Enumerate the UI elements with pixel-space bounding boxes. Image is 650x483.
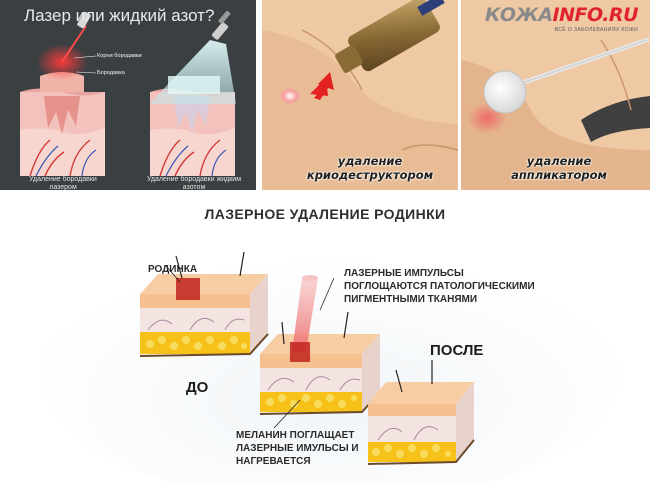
- laser-vs-nitrogen-panel: Лазер или жидкий азот? Корни бородавки Б…: [0, 0, 256, 190]
- treated-spot: [279, 87, 301, 105]
- label-mole: РОДИНКА: [148, 264, 198, 275]
- applicator-illustration: [461, 0, 650, 190]
- caption-applicator: удаление аппликатором: [511, 154, 607, 182]
- label-wart: Бородавка: [97, 70, 125, 76]
- applicator-tool-icon: [483, 37, 650, 114]
- caption-laser: Удаление бородавки лазером: [29, 176, 97, 190]
- skin-block-nitrogen: [150, 40, 236, 177]
- laser-mole-removal-panel: ЛАЗЕРНОЕ УДАЛЕНИЕ РОДИНКИ РОДИНКА ЛАЗЕРН…: [0, 194, 650, 483]
- laser-mole-removal-illustration: [40, 244, 620, 483]
- site-logo-tagline: ВСЁ О ЗАБОЛЕВАНИЯХ КОЖИ: [554, 27, 638, 33]
- mole-removal-title: ЛАЗЕРНОЕ УДАЛЕНИЕ РОДИНКИ: [204, 206, 446, 222]
- nitrogen-tool-icon: [211, 10, 231, 40]
- skin-block-laser: [20, 25, 105, 177]
- panel-a-title: Лазер или жидкий азот?: [24, 6, 215, 25]
- site-logo: КОЖАINFO.RU: [484, 4, 639, 26]
- caption-cryodestructor: удаление криодеструктором: [306, 154, 434, 182]
- skin-block-before: [139, 251, 269, 357]
- label-absorb: ЛАЗЕРНЫЕ ИМПУЛЬСЫ ПОГЛОЩАЮТСЯ ПАТОЛОГИЧЕ…: [344, 268, 535, 305]
- label-after: ПОСЛЕ: [430, 342, 484, 359]
- cryodestructor-illustration: [262, 0, 458, 190]
- laser-vs-nitrogen-illustration: [20, 10, 236, 177]
- label-before: ДО: [186, 379, 209, 396]
- red-arrow-icon: [310, 72, 334, 100]
- applicator-panel: КОЖАINFO.RU ВСЁ О ЗАБОЛЕВАНИЯХ КОЖИ удал…: [461, 0, 650, 190]
- skin-block-during: [259, 275, 381, 429]
- label-melanin: МЕЛАНИН ПОГЛАЩАЕТ ЛАЗЕРНЫЕ ИМУЛЬСЫ И НАГ…: [236, 430, 359, 467]
- skin-block-after: [367, 360, 475, 465]
- caption-nitrogen: Удаление бородавки жидким азотом: [146, 176, 242, 190]
- cryodestructor-panel: удаление криодеструктором: [262, 0, 458, 190]
- laser-tool-icon: [77, 11, 91, 29]
- cryodestructor-tool-icon: [335, 0, 445, 73]
- label-wart-roots: Корни бородавки: [97, 53, 142, 59]
